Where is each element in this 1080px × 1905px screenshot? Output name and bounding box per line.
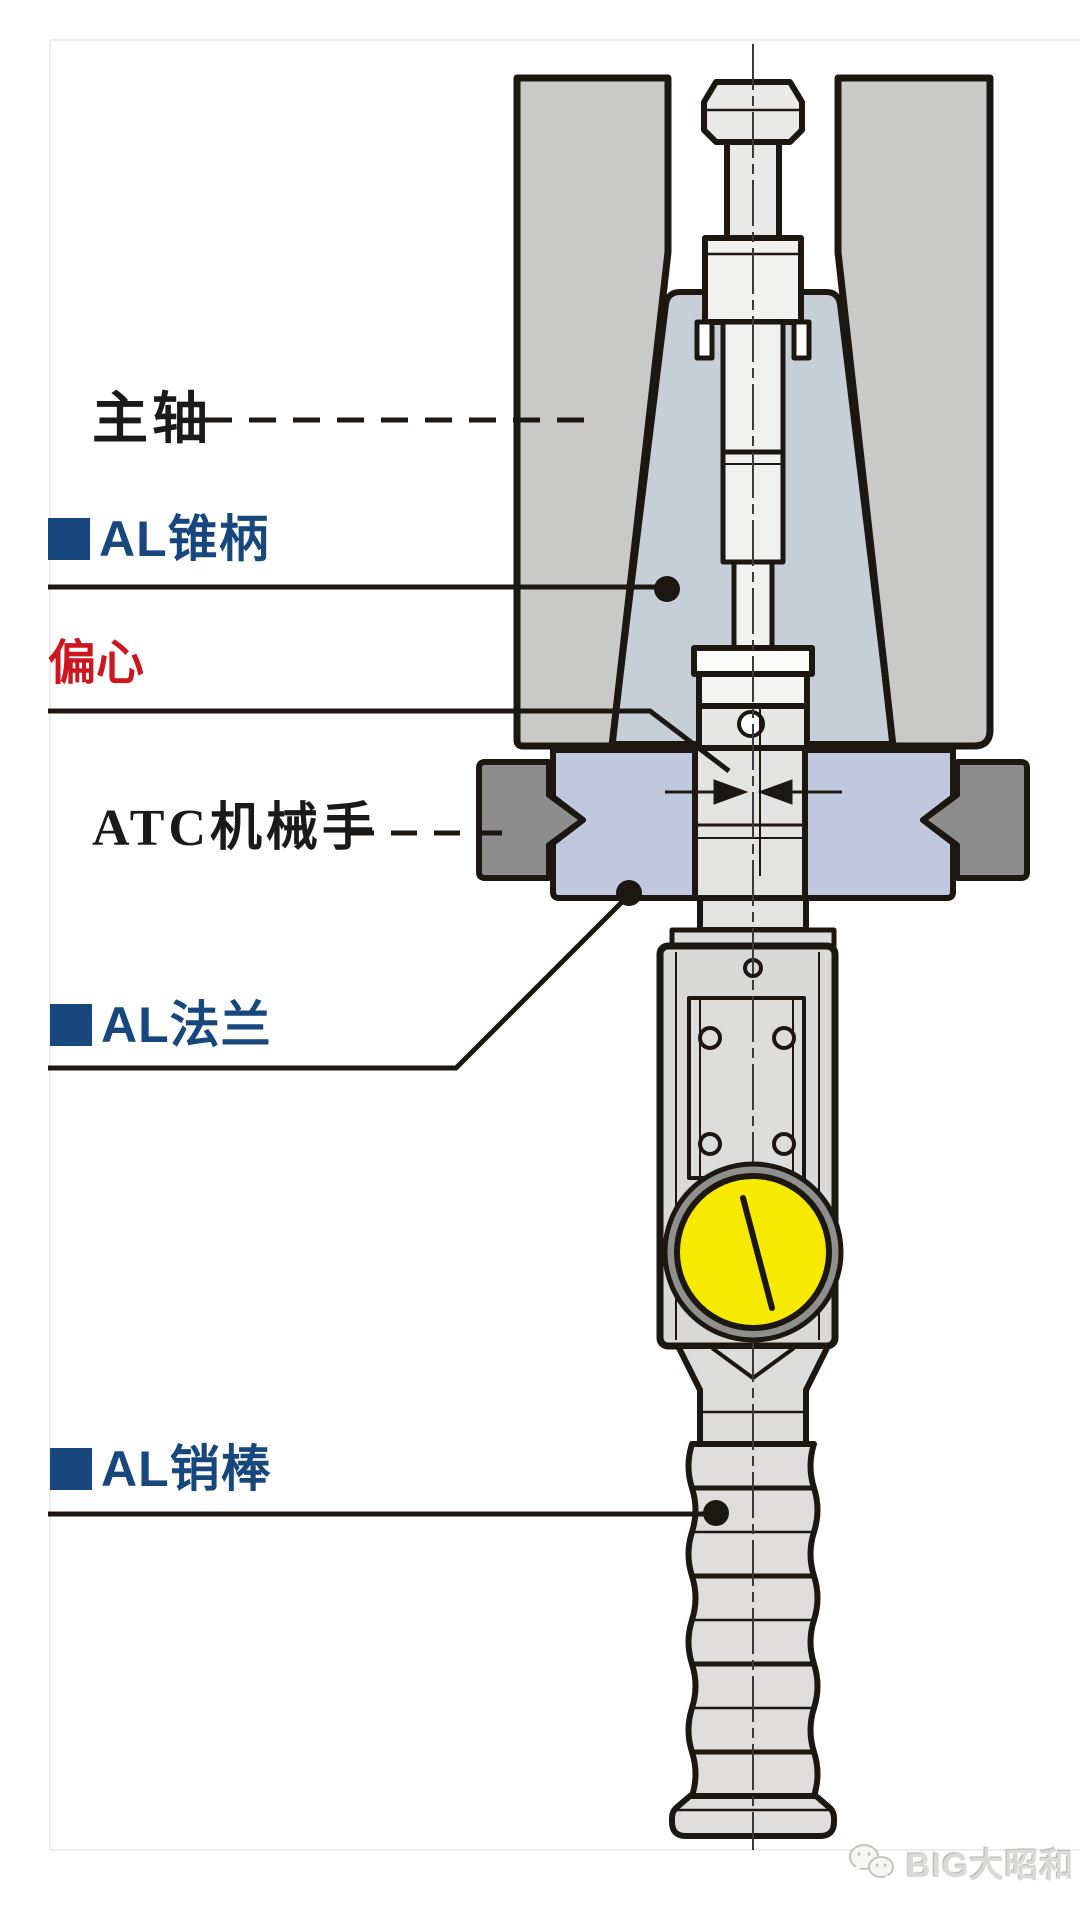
spindle-blocks	[513, 74, 994, 750]
navy-square-bullet	[50, 1004, 92, 1046]
collet-finger-right	[791, 319, 812, 361]
flange-label-row: AL法兰	[50, 1000, 272, 1050]
frame-lines	[49, 39, 1080, 1851]
plate-screw-2	[772, 1026, 796, 1050]
atc-jaw-left	[476, 759, 586, 881]
pin-bar-label-row: AL销棒	[50, 1444, 272, 1494]
navy-square-bullet	[48, 518, 90, 560]
spindle-right-block	[834, 74, 994, 750]
taper-shank-label: AL锥柄	[99, 511, 270, 567]
taper-shank-leader-dot	[654, 576, 680, 602]
eccentricity-arrow-left	[713, 779, 749, 805]
eccentricity-label: 偏心	[48, 637, 145, 690]
watermark-text: BIG大昭和	[906, 1847, 1075, 1885]
spindle-label: 主轴	[92, 389, 212, 451]
eccentricity-marker	[665, 706, 842, 876]
flange-leader-dot	[616, 880, 642, 906]
pin-bar-leader-dot	[703, 1500, 729, 1526]
atc-jaw-right	[920, 759, 1030, 881]
spindle-left-block	[513, 74, 672, 750]
plate-screw-3	[698, 1132, 722, 1156]
plate-screw-1	[698, 1026, 722, 1050]
retention-ball	[737, 710, 765, 738]
taper-shank-label-row: AL锥柄	[48, 514, 270, 564]
eccentricity-leader	[48, 708, 731, 773]
leader-lines	[48, 417, 731, 1526]
wechat-icon	[849, 1843, 894, 1881]
atc-arm-label: ATC机械手	[92, 800, 378, 857]
pin-bar-label: AL销棒	[101, 1441, 272, 1497]
dial-needle	[740, 1195, 775, 1311]
collet-finger-left	[694, 319, 715, 361]
watermark: BIG大昭和	[846, 1838, 1074, 1887]
navy-square-bullet	[50, 1448, 92, 1490]
atc-jaws	[476, 759, 1030, 881]
flange-label: AL法兰	[101, 997, 272, 1053]
flange-leader	[48, 895, 629, 1071]
dial-face	[662, 1161, 844, 1343]
dial-yellow-face	[674, 1173, 832, 1331]
plate-screw-4	[772, 1132, 796, 1156]
